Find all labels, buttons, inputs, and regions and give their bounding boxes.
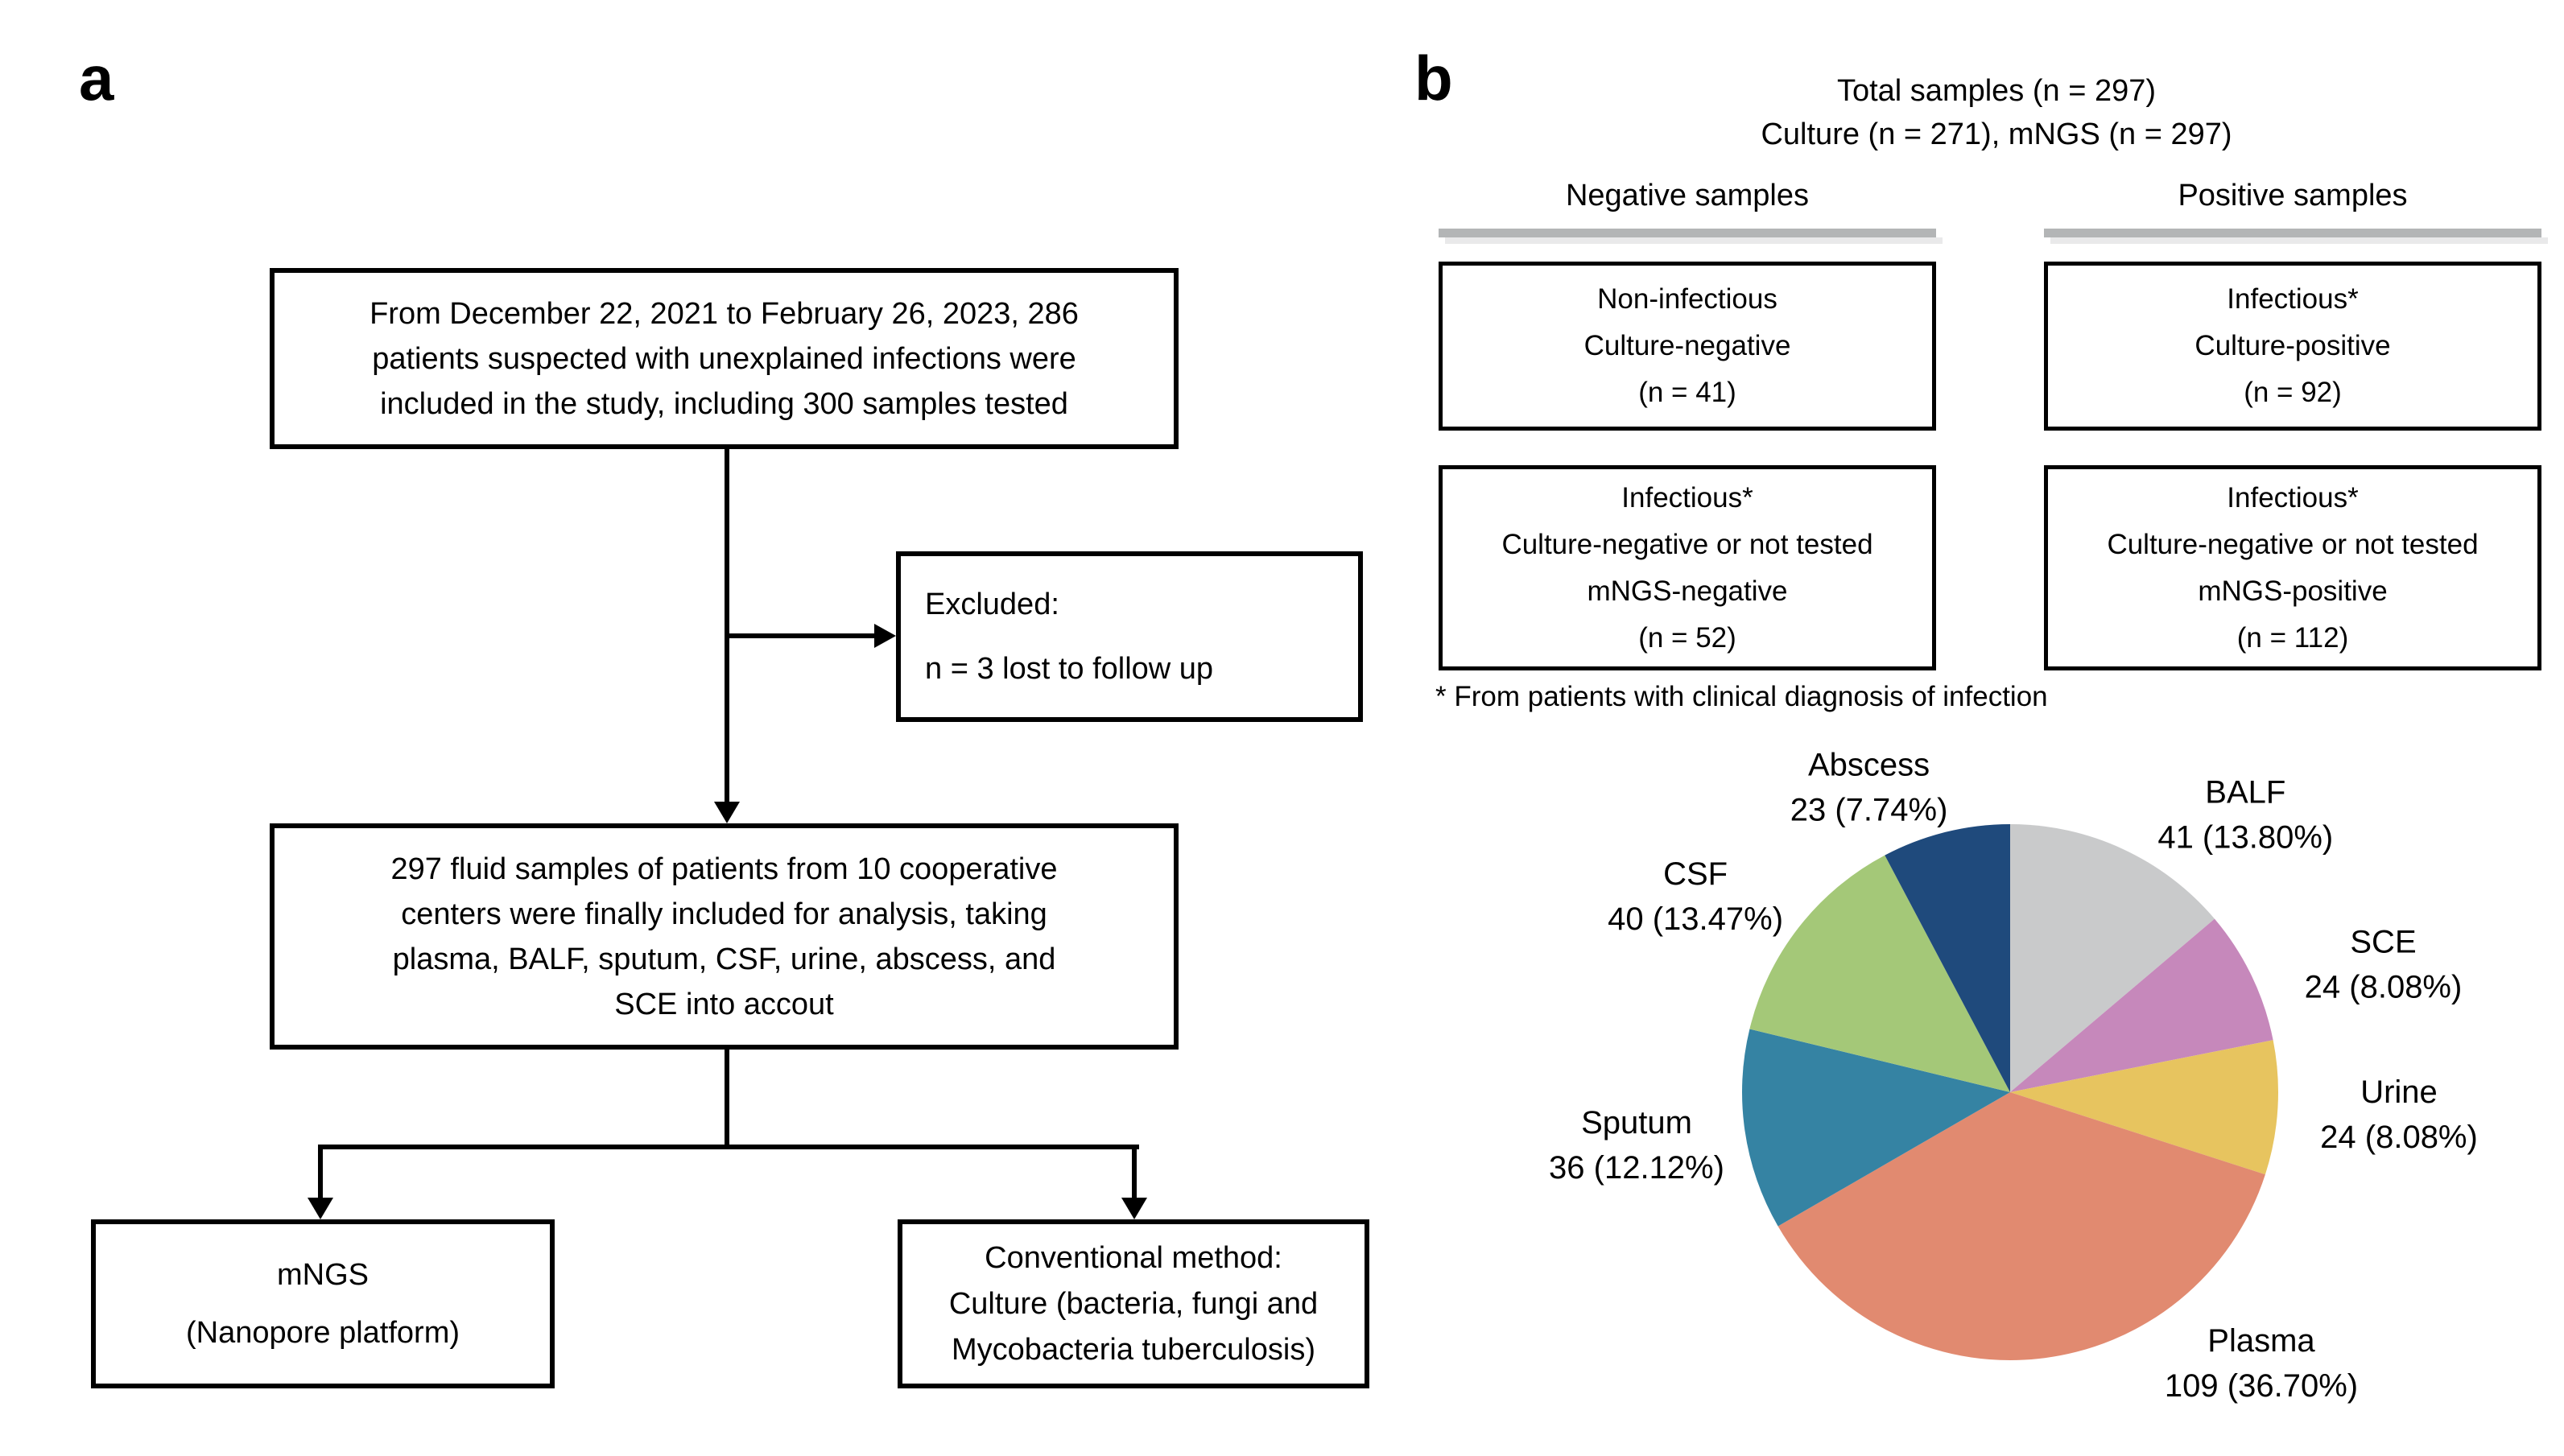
flow-box-enrollment: From December 22, 2021 to February 26, 2… (270, 268, 1179, 449)
arrowhead-into-excluded-box (874, 624, 896, 648)
flow-box-conventional-line: Mycobacteria tuberculosis) (952, 1332, 1315, 1367)
positive-column-divider-bar (2044, 229, 2541, 237)
pie-label-name: Urine (2360, 1074, 2438, 1110)
box-line: Culture-negative or not tested (1501, 528, 1873, 560)
flow-box-excluded-line: Excluded: (925, 588, 1059, 621)
connector-branch-right-drop (1132, 1145, 1137, 1199)
positive-samples-header: Positive samples (2178, 179, 2408, 212)
pie-label-name: CSF (1663, 856, 1728, 892)
flow-box-included: 297 fluid samples of patients from 10 co… (270, 823, 1179, 1050)
pie-label-name: BALF (2205, 774, 2285, 810)
flow-box-mngs: mNGS (Nanopore platform) (91, 1219, 555, 1388)
pie-slice-urine (2010, 1040, 2278, 1175)
flow-box-conventional-line: Conventional method: (985, 1240, 1282, 1275)
flow-box-enrollment-line: included in the study, including 300 sam… (380, 386, 1068, 421)
panel-b-label: b (1414, 43, 1453, 113)
panel-a-label: a (79, 43, 114, 113)
box-infectious-mngs-positive: Infectious* Culture-negative or not test… (2044, 465, 2541, 670)
pie-chart: BALF 41 (13.80%) SCE 24 (8.08%) Urine 24 (8.0… (1549, 747, 2478, 1404)
box-line: (n = 41) (1638, 377, 1736, 408)
flow-box-included-line: SCE into accout (614, 987, 834, 1021)
flow-box-mngs-line: mNGS (277, 1258, 369, 1292)
flow-box-included-line: centers were finally included for analys… (401, 897, 1047, 931)
box-line: Culture-positive (2194, 330, 2391, 361)
pie-slice-balf (2010, 824, 2215, 1092)
positive-column-divider-bar-shadow (2050, 237, 2548, 244)
box-infectious-culture-positive: Infectious* Culture-positive (n = 92) (2044, 262, 2541, 431)
negative-column-divider-bar-shadow (1445, 237, 1943, 244)
arrowhead-into-mngs-box (308, 1198, 333, 1219)
box-line: Non-infectious (1597, 283, 1777, 315)
flow-box-enrollment-line: From December 22, 2021 to February 26, 2… (370, 296, 1079, 331)
box-infectious-mngs-negative: Infectious* Culture-negative or not test… (1439, 465, 1936, 670)
box-line: Culture-negative or not tested (2107, 528, 2479, 560)
pie-slice-sputum (1742, 1029, 2010, 1227)
box-line: mNGS-positive (2198, 575, 2388, 607)
arrowhead-into-conventional-box (1121, 1198, 1147, 1219)
connector-enrollment-to-included (725, 448, 729, 806)
box-line: (n = 112) (2236, 621, 2349, 654)
pie-label-name: Plasma (2207, 1323, 2315, 1359)
pie-slice-sce (2010, 918, 2273, 1092)
box-line: (n = 92) (2244, 377, 2342, 408)
pie-label-name: Sputum (1581, 1105, 1692, 1140)
pie-label-name: Abscess (1808, 747, 1930, 782)
footnote: * From patients with clinical diagnosis … (1435, 681, 2048, 712)
pie-label-value: 41 (13.80%) (2157, 819, 2333, 855)
flow-box-conventional-line: Culture (bacteria, fungi and (948, 1286, 1319, 1321)
box-line: mNGS-negative (1587, 575, 1788, 607)
box-line: Infectious* (2227, 283, 2359, 315)
box-line: Infectious* (1621, 481, 1753, 514)
pie-label-value: 36 (12.12%) (1549, 1150, 1724, 1186)
flow-box-mngs-line: (Nanopore platform) (185, 1316, 460, 1350)
connector-branch-left-drop (318, 1145, 323, 1199)
panel-b-title: Total samples (n = 297) Culture (n = 271… (1530, 69, 2463, 156)
box-noninfectious-culture-negative: Non-infectious Culture-negative (n = 41) (1439, 262, 1936, 431)
connector-included-to-branch (725, 1050, 729, 1149)
flow-box-enrollment-line: patients suspected with unexplained infe… (372, 341, 1076, 376)
flow-box-excluded-line: n = 3 lost to follow up (925, 652, 1214, 686)
flow-box-conventional: Conventional method: Culture (bacteria, … (898, 1219, 1369, 1388)
pie-label-name: SCE (2350, 925, 2416, 960)
panel-b-title-line2: Culture (n = 271), mNGS (n = 297) (1761, 118, 2232, 151)
box-line: (n = 52) (1638, 621, 1736, 654)
pie-label-value: 40 (13.47%) (1608, 901, 1783, 937)
box-line: Infectious* (2227, 481, 2359, 514)
pie-label-value: 109 (36.70%) (2165, 1368, 2358, 1404)
pie-label-value: 23 (7.74%) (1790, 792, 1948, 827)
flow-box-included-line: plasma, BALF, sputum, CSF, urine, absces… (392, 942, 1056, 976)
arrowhead-into-included-box (714, 802, 740, 823)
pie-slice-plasma (1777, 1092, 2265, 1361)
box-line: Culture-negative (1583, 330, 1791, 361)
negative-samples-header: Negative samples (1565, 179, 1810, 212)
connector-to-excluded (727, 633, 875, 638)
pie-slice-abscess (1885, 824, 2010, 1092)
flow-box-included-line: 297 fluid samples of patients from 10 co… (390, 852, 1058, 886)
panel-b-title-line1: Total samples (n = 297) (1836, 74, 2157, 108)
negative-column-divider-bar (1439, 229, 1936, 237)
pie-label-value: 24 (8.08%) (2320, 1120, 2478, 1155)
connector-branch-horizontal (318, 1145, 1139, 1149)
flow-box-excluded: Excluded: n = 3 lost to follow up (896, 551, 1363, 722)
pie-slice-csf (1749, 855, 2010, 1092)
pie-label-value: 24 (8.08%) (2305, 970, 2463, 1005)
